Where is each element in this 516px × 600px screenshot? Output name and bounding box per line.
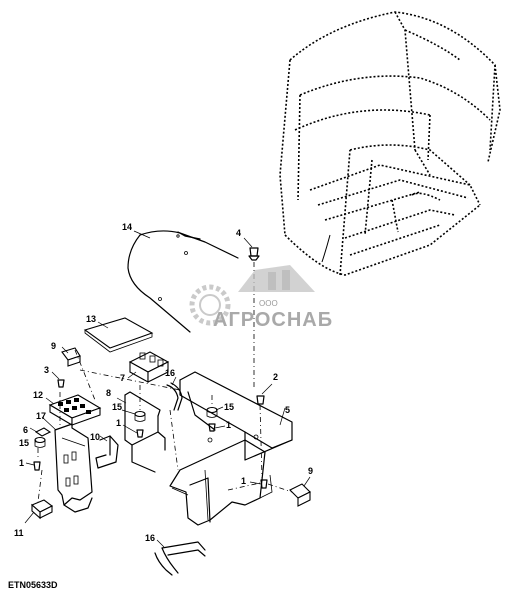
callout-1-left: 1 — [19, 458, 24, 468]
callout-1-lower: 1 — [241, 476, 246, 486]
part-10-bracket — [95, 435, 119, 469]
assembly-centerlines — [37, 262, 293, 503]
callout-8: 8 — [106, 388, 111, 398]
callout-12: 12 — [33, 390, 43, 400]
watermark-company-prefix: ООО — [259, 299, 278, 308]
part-15-spacer-mid — [134, 410, 146, 422]
callout-9-right: 9 — [308, 466, 313, 476]
callout-16-upper: 16 — [165, 368, 175, 378]
part-1-screw-b — [136, 429, 144, 438]
watermark-logo — [189, 265, 315, 326]
part-9-clip-left — [61, 346, 81, 367]
part-3-screw — [51, 371, 65, 388]
part-13-pad — [83, 317, 154, 353]
callout-3: 3 — [44, 365, 49, 375]
callout-5: 5 — [285, 405, 290, 415]
part-2-screw — [256, 383, 273, 405]
part-12-fuse-block — [45, 394, 102, 426]
callout-13: 13 — [86, 314, 96, 324]
callout-7: 7 — [120, 373, 125, 383]
callout-9-left: 9 — [51, 341, 56, 351]
part-16-hose-lower — [154, 539, 206, 576]
part-7-relay-block — [127, 351, 170, 383]
part-14-cover — [127, 230, 239, 333]
callout-15-mid: 15 — [112, 402, 122, 412]
callout-2: 2 — [273, 372, 278, 382]
part-9-connector-right — [289, 476, 311, 507]
part-15-spacer-left — [34, 436, 46, 448]
watermark-company-name: АГРОСНАБ — [213, 309, 333, 331]
part-1-screw-a — [33, 461, 41, 471]
part-8-bracket — [116, 391, 166, 473]
part-16-hose-upper — [166, 382, 183, 411]
callout-4: 4 — [236, 228, 241, 238]
callout-17: 17 — [36, 411, 46, 421]
callout-15-left: 15 — [19, 438, 29, 448]
callout-1-mid: 1 — [116, 418, 121, 428]
leader-lines — [24, 230, 262, 524]
part-17-plate — [54, 423, 93, 513]
callout-14: 14 — [122, 222, 132, 232]
figure-code: ETN05633D — [8, 580, 58, 590]
part-1-screw-c — [208, 423, 216, 432]
part-4-fastener — [243, 237, 260, 261]
part-15-spacer-right — [206, 406, 218, 418]
callout-1-right: 1 — [226, 420, 231, 430]
part-5-main-bracket — [169, 371, 293, 526]
callout-11: 11 — [14, 528, 24, 538]
part-11-connector — [30, 499, 54, 520]
callout-16-lower: 16 — [145, 533, 155, 543]
callouts: 14 4 13 9 3 7 16 2 12 8 15 15 5 17 1 1 6… — [14, 222, 313, 543]
callout-10: 10 — [90, 432, 100, 442]
cab-frame — [279, 11, 501, 276]
callout-15-right: 15 — [224, 402, 234, 412]
part-6-clip — [29, 427, 52, 437]
callout-6: 6 — [23, 425, 28, 435]
